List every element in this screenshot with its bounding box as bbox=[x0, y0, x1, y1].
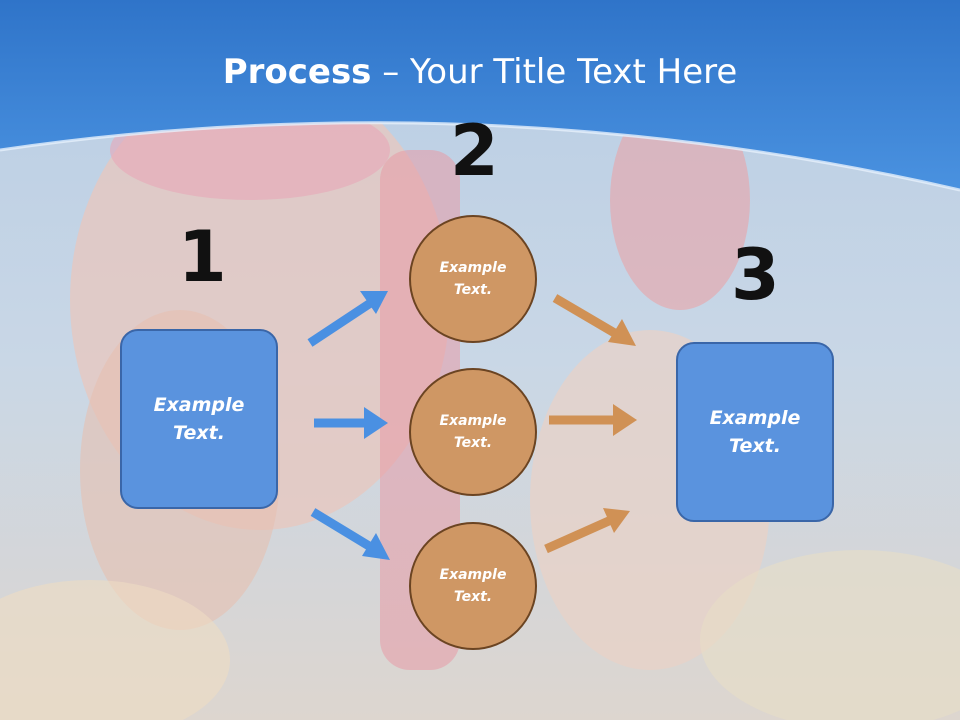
node-middle-line1: Example bbox=[439, 412, 507, 429]
node-top-line1: Example bbox=[439, 259, 507, 276]
arrow-1-to-bottom bbox=[310, 508, 390, 560]
node-top-line2: Text. bbox=[453, 282, 493, 298]
node-middle-line2: Text. bbox=[453, 435, 493, 451]
input-box-line2: Text. bbox=[173, 422, 225, 444]
output-box-line2: Text. bbox=[729, 435, 781, 457]
node-bottom-line1: Example bbox=[439, 566, 507, 583]
input-box-line1: Example bbox=[153, 393, 245, 416]
arrow-bottom-to-3 bbox=[544, 508, 630, 554]
title-rest: – Your Title Text Here bbox=[371, 52, 738, 92]
title-bold: Process bbox=[222, 52, 372, 92]
step-number-3: 3 bbox=[731, 234, 780, 316]
node-bottom-line2: Text. bbox=[453, 589, 493, 605]
arrow-1-to-top bbox=[307, 291, 388, 347]
arrow-middle-to-3 bbox=[549, 404, 637, 436]
slide-title: Process – Your Title Text Here bbox=[0, 52, 960, 92]
output-box-line1: Example bbox=[709, 406, 801, 429]
arrow-1-to-middle bbox=[314, 407, 388, 439]
step-number-2: 2 bbox=[450, 110, 499, 192]
step-number-1: 1 bbox=[178, 216, 227, 298]
arrow-top-to-3 bbox=[552, 294, 636, 346]
